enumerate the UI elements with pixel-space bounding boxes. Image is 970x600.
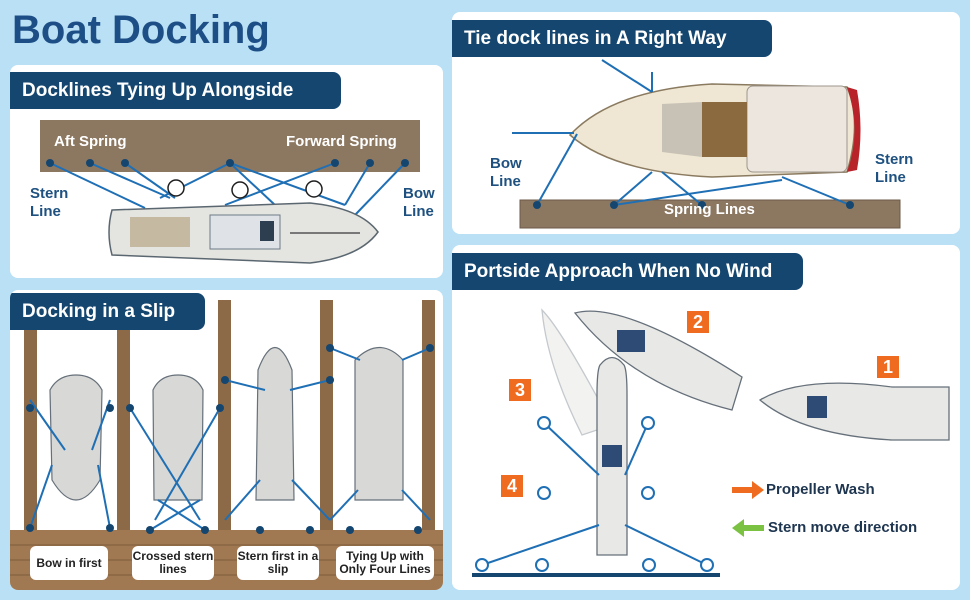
spring-lines-label: Spring Lines bbox=[664, 201, 755, 218]
portside-panel: Portside Approach When No Wind bbox=[452, 245, 960, 590]
stern-move-arrow bbox=[732, 519, 764, 537]
slip-caption-3: Stern first in a slip bbox=[237, 546, 319, 580]
slip-header: Docking in a Slip bbox=[10, 293, 205, 330]
step-3-badge: 3 bbox=[509, 379, 531, 401]
right-way-panel: Tie dock lines in A Right Way Bow Line S… bbox=[452, 12, 960, 234]
slip-panel: Docking in a Slip Bow in first Crossed s… bbox=[10, 290, 443, 590]
alongside-boat bbox=[108, 202, 379, 264]
boat-position-1 bbox=[758, 382, 950, 441]
right-way-header: Tie dock lines in A Right Way bbox=[452, 20, 772, 57]
portside-header: Portside Approach When No Wind bbox=[452, 253, 803, 290]
right-way-diagram bbox=[512, 59, 901, 229]
alongside-panel: Docklines Tying Up Alongside bbox=[10, 65, 443, 278]
slip-caption-2: Crossed stern lines bbox=[132, 546, 214, 580]
portside-diagram bbox=[472, 308, 950, 577]
aft-spring-label: Aft Spring bbox=[54, 133, 127, 150]
bow-line-label: Bow Line bbox=[403, 185, 435, 220]
slip-caption-1: Bow in first bbox=[30, 546, 108, 580]
step-4-badge: 4 bbox=[501, 475, 523, 497]
propeller-wash-arrow bbox=[732, 481, 764, 499]
slip-boat-1 bbox=[49, 374, 103, 501]
boat-position-2 bbox=[573, 310, 743, 411]
right-way-bow-label: Bow Line bbox=[490, 155, 522, 190]
right-way-stern-label: Stern Line bbox=[875, 151, 914, 186]
slip-boat-4 bbox=[354, 346, 404, 501]
page-title: Boat Docking bbox=[12, 8, 270, 52]
slip-diagram bbox=[10, 300, 443, 590]
stern-line-label: Stern Line bbox=[30, 185, 69, 220]
alongside-header: Docklines Tying Up Alongside bbox=[10, 72, 341, 109]
right-way-dock bbox=[519, 199, 901, 229]
propeller-wash-label: Propeller Wash bbox=[766, 481, 875, 498]
step-2-badge: 2 bbox=[687, 311, 709, 333]
slip-boat-3 bbox=[255, 347, 295, 501]
alongside-diagram bbox=[40, 120, 420, 264]
step-1-badge: 1 bbox=[877, 356, 899, 378]
forward-spring-label: Forward Spring bbox=[286, 133, 397, 150]
right-way-boat bbox=[568, 83, 861, 178]
slip-boat-2 bbox=[152, 374, 204, 501]
slip-caption-4: Tying Up with Only Four Lines bbox=[336, 546, 434, 580]
stern-move-label: Stern move direction bbox=[768, 519, 918, 536]
